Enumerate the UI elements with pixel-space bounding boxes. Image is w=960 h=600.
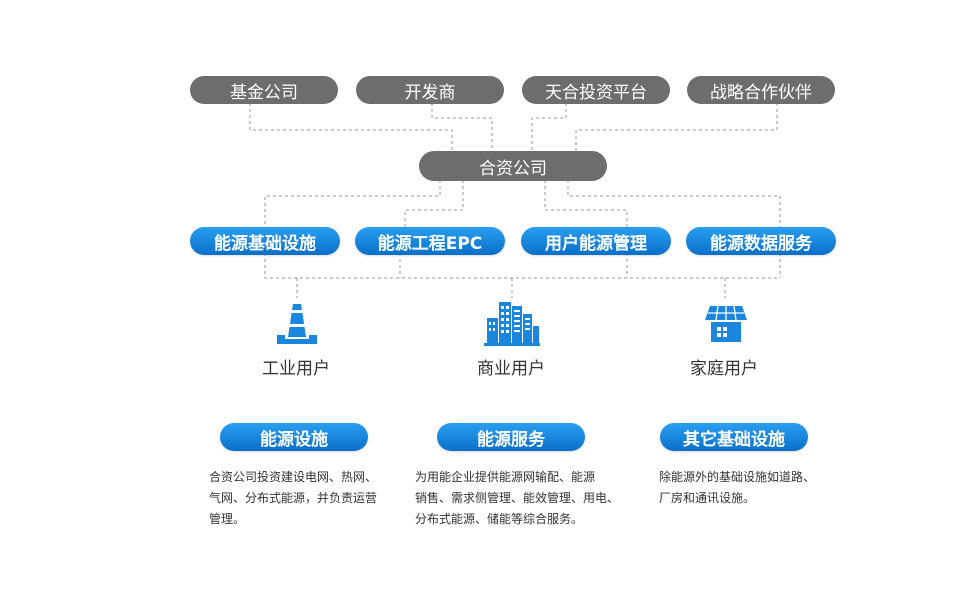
category-energy-services: 能源服务 <box>437 423 585 451</box>
solar-house-icon <box>705 305 747 342</box>
category-energy-facilities: 能源设施 <box>220 423 368 451</box>
connector-developer-to-hub <box>431 103 493 152</box>
desc-line: 合资公司投资建设电网、热网、 <box>209 470 378 484</box>
other-infrastructure-description: 除能源外的基础设施如道路、 厂房和通讯设施。 <box>659 467 839 509</box>
commercial-user-label: 商业用户 <box>477 359 545 379</box>
service-energy-epc: 能源工程EPC <box>355 227 505 255</box>
desc-line: 气网、分布式能源，并负责运营 <box>209 491 378 505</box>
desc-line: 除能源外的基础设施如道路、 <box>659 470 816 484</box>
joint-venture-hub: 合资公司 <box>419 151 607 181</box>
industrial-user-label: 工业用户 <box>262 359 330 379</box>
category-other-infrastructure: 其它基础设施 <box>660 423 808 451</box>
partner-tianhe-platform: 天合投资平台 <box>522 76 670 104</box>
connector-fund-to-hub <box>249 103 453 152</box>
desc-line: 管理。 <box>209 512 246 526</box>
connector-platform-to-hub <box>531 103 567 152</box>
connector-bus <box>264 253 780 279</box>
partner-fund-company: 基金公司 <box>190 76 338 104</box>
factory-chimney-icon <box>277 304 317 344</box>
connector-hub-to-management <box>544 180 628 227</box>
office-buildings-icon <box>484 302 540 346</box>
energy-facilities-description: 合资公司投资建设电网、热网、 气网、分布式能源，并负责运营 管理。 <box>209 467 399 530</box>
connector-hub-to-data <box>567 180 781 227</box>
service-energy-infrastructure: 能源基础设施 <box>190 227 340 255</box>
desc-line: 厂房和通讯设施。 <box>659 491 756 505</box>
connector-partner-to-hub <box>575 103 778 152</box>
service-user-energy-management: 用户能源管理 <box>521 227 671 255</box>
service-energy-data: 能源数据服务 <box>686 227 836 255</box>
desc-line: 为用能企业提供能源网输配、能源 <box>415 470 596 484</box>
desc-line: 分布式能源、储能等综合服务。 <box>415 512 584 526</box>
desc-line: 销售、需求侧管理、能效管理、用电、 <box>415 491 620 505</box>
connector-hub-to-epc <box>404 180 464 227</box>
energy-services-description: 为用能企业提供能源网输配、能源 销售、需求侧管理、能效管理、用电、 分布式能源、… <box>415 467 630 530</box>
connector-hub-to-infrastructure <box>264 180 441 227</box>
household-user-label: 家庭用户 <box>690 359 758 379</box>
partner-strategic: 战略合作伙伴 <box>687 76 835 104</box>
partner-developer: 开发商 <box>356 76 504 104</box>
